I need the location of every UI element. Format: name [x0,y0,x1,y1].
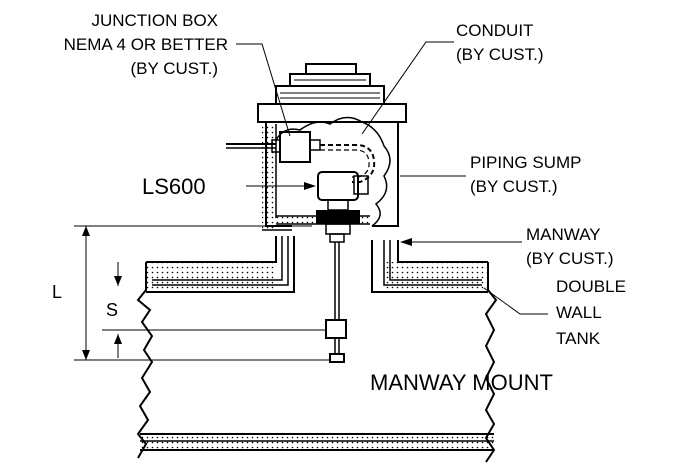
svg-text:(BY CUST.): (BY CUST.) [470,177,558,196]
label-manway: MANWAY (BY CUST.) [526,225,614,268]
tank-wall-left [146,236,295,293]
svg-text:PIPING SUMP: PIPING SUMP [470,153,581,172]
svg-text:CONDUIT: CONDUIT [456,21,533,40]
label-conduit: CONDUIT (BY CUST.) [456,21,544,64]
svg-text:(BY CUST.): (BY CUST.) [456,45,544,64]
svg-text:(BY CUST.): (BY CUST.) [526,249,614,268]
sump-cap [275,63,385,105]
tank-bottom-wall [140,433,494,451]
tank-wall-right [371,240,488,293]
label-ls600: LS600 [142,174,206,199]
arrow-manway [400,238,412,246]
leader-conduit [361,41,454,135]
probe-stem [325,242,347,363]
label-dim-l: L [52,282,62,302]
conduit-dashed [320,144,376,183]
label-double-wall-tank: DOUBLE WALL TANK [556,277,626,348]
label-junction-box: JUNCTION BOX NEMA 4 OR BETTER (BY CUST.) [64,11,228,78]
label-piping-sump: PIPING SUMP (BY CUST.) [470,153,581,196]
arrow-ls600 [304,182,316,190]
svg-text:DOUBLE: DOUBLE [556,277,626,296]
label-title: MANWAY MOUNT [370,370,553,395]
cutaway-outline [275,116,391,227]
ls600-unit [316,171,369,243]
svg-text:WALL: WALL [556,303,602,322]
dimension-l [74,225,330,361]
dimension-s [102,262,326,358]
tank-left-edge [136,262,154,459]
leader-double-wall [483,287,548,315]
svg-text:TANK: TANK [556,329,601,348]
leader-junction-box [236,43,291,137]
svg-text:NEMA 4 OR BETTER: NEMA 4 OR BETTER [64,35,228,54]
label-dim-s: S [106,300,118,320]
svg-text:(BY CUST.): (BY CUST.) [130,59,218,78]
junction-box [271,131,321,163]
svg-text:MANWAY: MANWAY [526,225,601,244]
svg-text:JUNCTION BOX: JUNCTION BOX [91,11,218,30]
